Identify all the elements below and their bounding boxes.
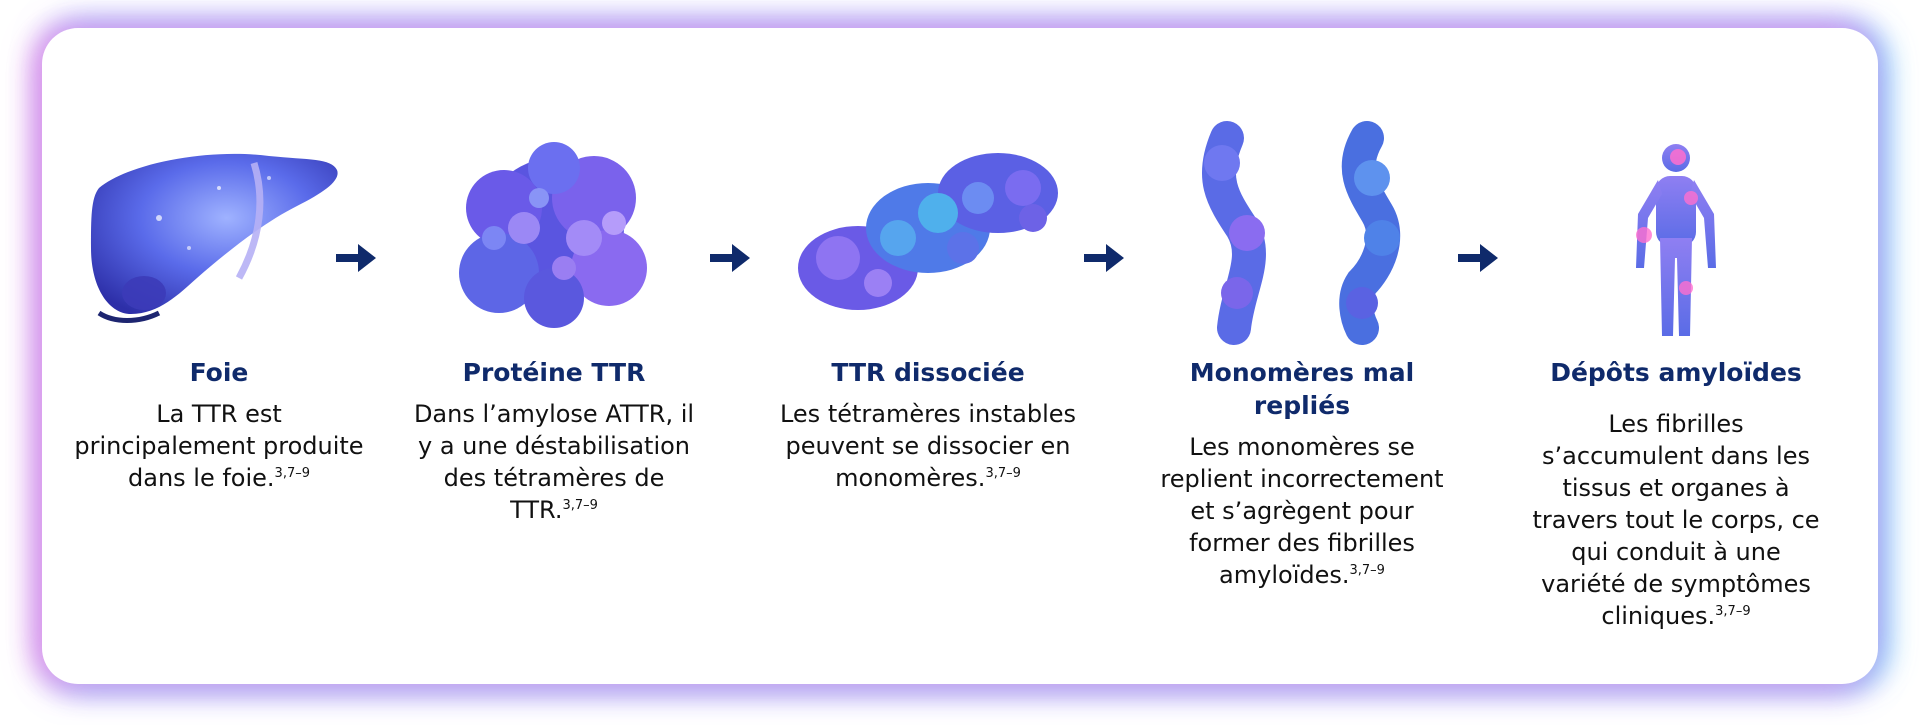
step-title: Monomères mal repliés <box>1189 358 1415 420</box>
arrow-right-icon <box>336 244 376 272</box>
human-body-icon <box>1526 118 1826 348</box>
step-description: Les fibrilles s’accumulent dans les tiss… <box>1532 410 1820 630</box>
reference-superscript: 3,7–9 <box>562 498 598 513</box>
dissociated-ttr-icon <box>778 118 1078 348</box>
step-title: TTR dissociée <box>831 358 1025 387</box>
reference-superscript: 3,7–9 <box>1715 604 1751 619</box>
step-title: Foie <box>189 358 249 387</box>
arrow-right-icon <box>710 244 750 272</box>
diagram-frame: Foie La TTR est principalement produite … <box>42 28 1878 684</box>
misfolded-monomers-icon <box>1152 118 1452 348</box>
reference-superscript: 3,7–9 <box>274 466 310 481</box>
arrow-right-icon <box>1458 244 1498 272</box>
step-title: Dépôts amyloïdes <box>1550 358 1802 387</box>
reference-superscript: 3,7–9 <box>985 466 1021 481</box>
reference-superscript: 3,7–9 <box>1349 563 1385 578</box>
step-title: Protéine TTR <box>462 358 646 387</box>
ttr-protein-icon <box>404 118 704 348</box>
step-description: Dans l’amylose ATTR, il y a une déstabil… <box>413 400 695 524</box>
liver-icon <box>69 118 369 348</box>
step-description: La TTR est principalement produite dans … <box>74 400 364 492</box>
arrow-right-icon <box>1084 244 1124 272</box>
step-description: Les monomères se replient incorrectement… <box>1160 433 1444 589</box>
step-description: Les tétramères instables peuvent se diss… <box>779 400 1077 492</box>
